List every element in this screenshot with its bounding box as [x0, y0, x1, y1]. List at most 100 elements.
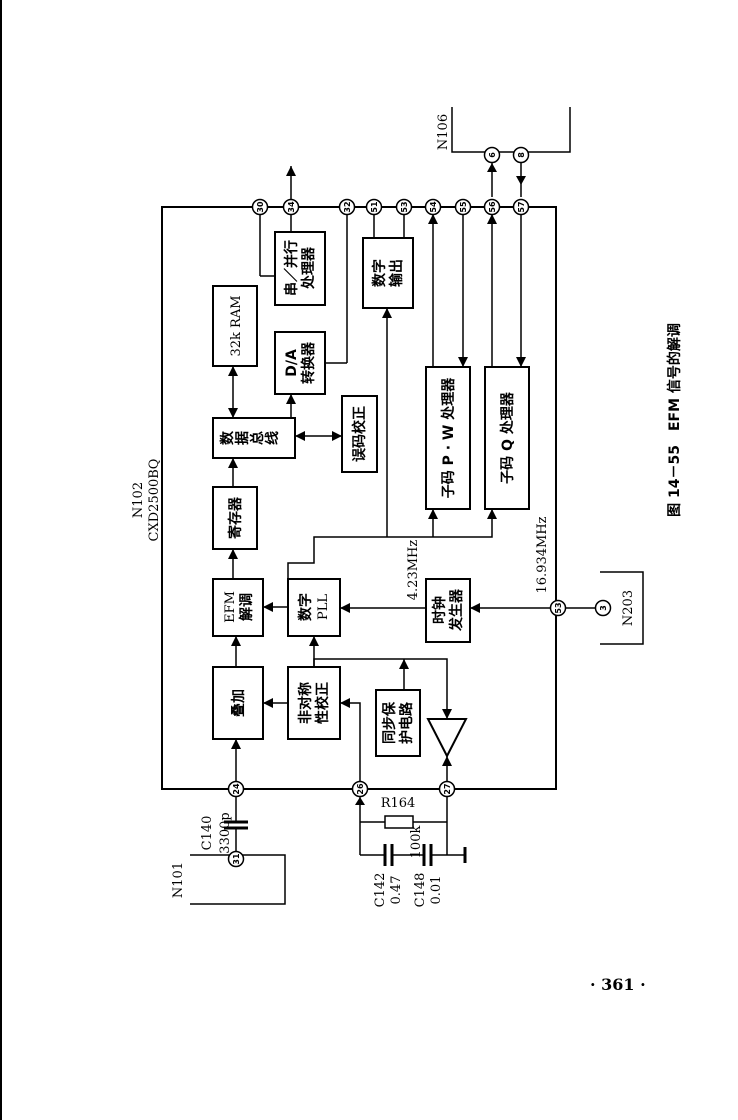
svg-text:数字: 数字 [297, 593, 314, 621]
svg-text:PLL: PLL [316, 594, 331, 620]
svg-text:53: 53 [400, 201, 409, 212]
svg-text:数: 数 [219, 430, 236, 445]
register [212, 486, 258, 550]
svg-text:34: 34 [287, 201, 296, 213]
svg-text:51: 51 [370, 201, 379, 213]
svg-text:总: 总 [249, 431, 266, 445]
pin-53-top: 53 [395, 198, 413, 216]
error-correction [341, 395, 378, 473]
svg-text:子码 Q 处理器: 子码 Q 处理器 [499, 391, 516, 484]
svg-text:解调: 解调 [238, 593, 255, 621]
pin-57-top: 57 [512, 198, 530, 216]
svg-text:57: 57 [517, 201, 526, 212]
subcode-q-processor [484, 366, 530, 510]
digital-pll [287, 578, 341, 637]
svg-text:护电路: 护电路 [398, 701, 415, 744]
pin-53-clock: 53 [549, 599, 567, 617]
svg-text:C140: C140 [200, 816, 215, 851]
svg-text:D/A: D/A [284, 349, 300, 377]
n203-pin-3: 3 [594, 599, 612, 617]
clock-generator [425, 578, 471, 643]
svg-text:同步保: 同步保 [381, 701, 398, 744]
n102-name: N102 [131, 482, 146, 518]
svg-text:3: 3 [599, 605, 608, 611]
data-bus [212, 417, 296, 459]
n106-chip [451, 107, 571, 153]
svg-text:8: 8 [517, 152, 526, 158]
serial-parallel-processor [274, 231, 326, 306]
pin-32-top: 32 [338, 198, 356, 216]
svg-text:非对称: 非对称 [297, 682, 314, 724]
svg-text:输出: 输出 [388, 259, 405, 287]
c142: C142 0.47 [373, 873, 404, 908]
svg-text:56: 56 [488, 201, 497, 213]
svg-text:性校正: 性校正 [314, 682, 331, 724]
page-left-border [0, 0, 2, 1120]
svg-text:27: 27 [443, 783, 452, 794]
pins: 30 34 32 51 53 54 55 56 57 6 8 24 26 27 31 3 53 [227, 146, 612, 868]
pin-26-bottom: 26 [351, 780, 369, 798]
page-number: · 361 · [590, 975, 646, 994]
svg-text:数字: 数字 [371, 259, 388, 287]
n106-pin-6: 6 [483, 146, 501, 164]
svg-text:串／并行: 串／并行 [283, 240, 300, 296]
freq-4-23mhz: 4.23MHz [406, 540, 421, 601]
svg-text:6: 6 [488, 152, 497, 158]
n106-pin-8: 8 [512, 146, 530, 164]
pin-56-top: 56 [483, 198, 501, 216]
sync-protection-circuit [375, 689, 421, 757]
digital-output [362, 237, 414, 309]
svg-text:26: 26 [356, 783, 365, 795]
subcode-pw-processor [425, 366, 471, 510]
svg-text:寄存器: 寄存器 [227, 496, 244, 539]
n106-label: N106 [436, 114, 451, 150]
pin-54-top: 54 [424, 198, 442, 216]
svg-text:时钟: 时钟 [431, 596, 448, 624]
svg-text:据: 据 [234, 431, 251, 445]
ram-32k [212, 285, 258, 367]
freq-16-934mhz: 16.934MHz [535, 516, 550, 593]
svg-text:误码校正: 误码校正 [351, 406, 368, 462]
svg-text:31: 31 [232, 853, 241, 865]
efm-demodulator [212, 578, 264, 637]
pin-34-top: 34 [282, 198, 300, 216]
svg-text:处理器: 处理器 [300, 246, 317, 290]
svg-text:30: 30 [256, 201, 265, 213]
n102-labels: N102 CXD2500BQ [131, 459, 162, 542]
c140: C140 3300p [200, 812, 233, 853]
figure-caption: 图 14－55 EFM 信号的解调 [666, 323, 683, 517]
svg-text:转换器: 转换器 [300, 341, 317, 384]
asymmetry-correction [287, 666, 341, 740]
svg-text:R164: R164 [381, 796, 416, 811]
svg-text:发生器: 发生器 [448, 588, 465, 632]
pin-27-bottom: 27 [438, 780, 456, 798]
da-converter [274, 331, 326, 395]
pin-55-top: 55 [454, 198, 472, 216]
svg-text:0.47: 0.47 [389, 876, 404, 905]
svg-text:EFM: EFM [223, 591, 238, 623]
svg-text:54: 54 [429, 201, 438, 213]
svg-text:子码 P · W 处理器: 子码 P · W 处理器 [440, 377, 457, 499]
svg-text:叠加: 叠加 [230, 689, 247, 717]
svg-text:0.01: 0.01 [429, 876, 444, 905]
svg-text:53: 53 [554, 602, 563, 613]
pin-24-bottom: 24 [227, 780, 245, 798]
svg-text:线: 线 [264, 431, 281, 445]
c148: C148 0.01 [413, 873, 444, 908]
n102-part: CXD2500BQ [147, 459, 162, 542]
svg-text:55: 55 [459, 201, 468, 213]
svg-text:C142: C142 [373, 873, 388, 908]
svg-text:24: 24 [232, 783, 241, 795]
n203-label: N203 [621, 590, 636, 626]
pin-30-top: 30 [251, 198, 269, 216]
n101-pin-31: 31 [227, 850, 245, 868]
pin-51-top: 51 [365, 198, 383, 216]
comparator [426, 718, 468, 759]
svg-text:32: 32 [343, 201, 352, 212]
n203-chip [600, 571, 644, 645]
n101-label: N101 [171, 862, 186, 898]
svg-text:3300p: 3300p [218, 812, 233, 853]
svg-text:100k: 100k [409, 826, 424, 859]
svg-text:C148: C148 [413, 873, 428, 908]
